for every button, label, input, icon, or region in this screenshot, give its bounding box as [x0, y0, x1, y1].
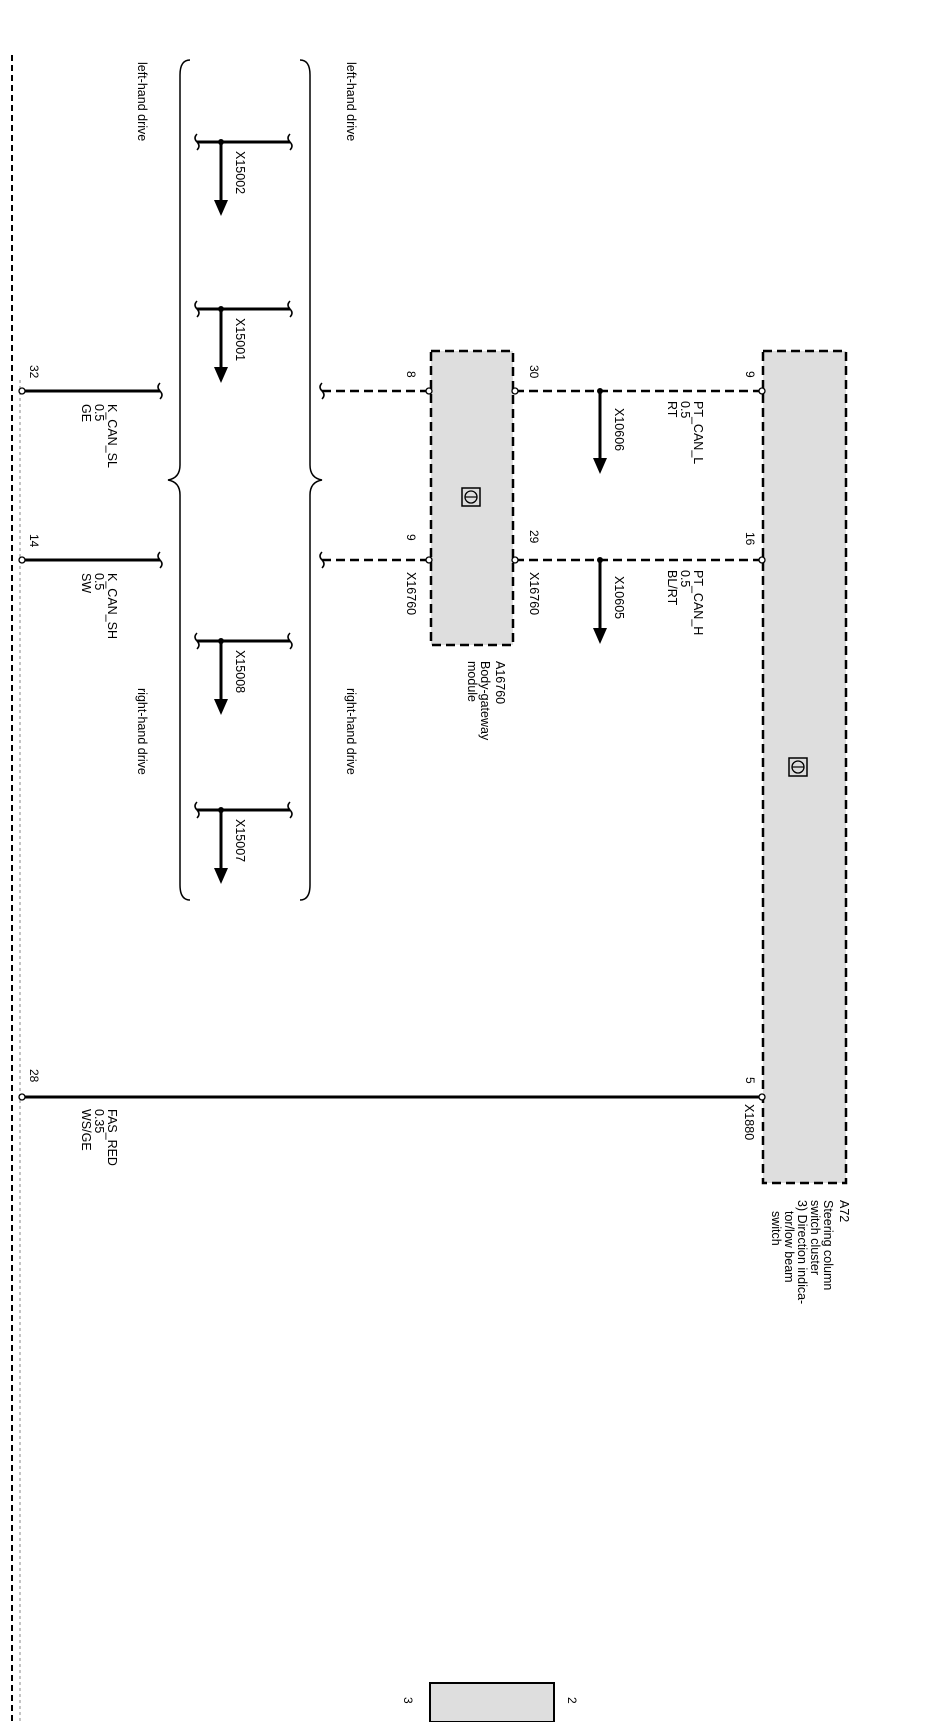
- side-box-pin-3: 3: [401, 1697, 415, 1704]
- a72-name-line-1: Steering column: [821, 1200, 835, 1291]
- x15007-label: X15007: [233, 819, 247, 863]
- a72-name-line-2: switch cluster: [808, 1200, 822, 1276]
- a72-name-line-3: 3) Direction indica-: [795, 1200, 809, 1305]
- lhd-outer-label: left-hand drive: [344, 62, 358, 142]
- arrow-down-icon: [214, 699, 228, 715]
- x10605-label: X10605: [612, 576, 626, 620]
- x15008-label: X15008: [233, 650, 247, 694]
- electronic-control-unit-icon: [788, 757, 808, 777]
- pin-a72-5: 5: [743, 1077, 757, 1084]
- x15001-connector: [194, 300, 293, 383]
- pt-can-h-name: PT_CAN_H: [691, 570, 705, 636]
- a72-name-line-5: switch: [769, 1211, 783, 1246]
- fas-red-name: FAS_RED: [105, 1109, 119, 1166]
- a16760-name-line-2: module: [465, 661, 479, 702]
- x16760-lower-label: X16760: [404, 572, 418, 616]
- pin-a72-9: 9: [743, 371, 757, 378]
- x15007-connector: [194, 801, 293, 884]
- x1880-label: X1880: [742, 1104, 756, 1141]
- pt-can-h-color: BL/RT: [665, 570, 679, 606]
- arrow-down-icon: [214, 367, 228, 383]
- page-reference-box: [429, 1682, 555, 1722]
- pin-28: 28: [27, 1069, 41, 1083]
- k-can-sl-color: GE: [79, 404, 93, 423]
- x15002-connector: [194, 133, 293, 216]
- arrow-down-icon: [593, 458, 607, 474]
- a16760-id-label: A16760: [493, 661, 507, 705]
- rhd-outer-label: right-hand drive: [344, 688, 358, 775]
- pin-gw-8: 8: [404, 371, 418, 378]
- k-can-sh-name: K_CAN_SH: [105, 573, 119, 639]
- k-can-sl-name: K_CAN_SL: [105, 404, 119, 468]
- pin-gw-29: 29: [527, 530, 541, 544]
- x15001-label: X15001: [233, 318, 247, 362]
- arrow-down-icon: [214, 200, 228, 216]
- k-can-sh-size: 0.5: [92, 573, 106, 591]
- pin-a72-16: 16: [743, 532, 757, 546]
- pin-32: 32: [27, 365, 41, 379]
- pt-can-h-size: 0.5: [678, 570, 692, 588]
- x16760-upper-label: X16760: [527, 572, 541, 616]
- pin-gw-9: 9: [404, 534, 418, 541]
- fas-red-size: 0.35: [92, 1109, 106, 1134]
- a72-name-line-4: tor/low beam: [782, 1211, 796, 1283]
- a72-id-label: A72: [837, 1200, 851, 1223]
- pt-can-l-color: RT: [665, 401, 679, 418]
- electronic-control-unit-icon: [461, 487, 481, 507]
- rhd-inner-label: right-hand drive: [135, 688, 149, 775]
- lhd-inner-label: left-hand drive: [135, 62, 149, 142]
- fas-red-color: WS/GE: [79, 1109, 93, 1151]
- variant-brace-inner: [167, 59, 191, 901]
- arrow-down-icon: [593, 628, 607, 644]
- x15008-connector: [194, 632, 293, 715]
- arrow-down-icon: [214, 868, 228, 884]
- pin-14: 14: [27, 534, 41, 548]
- pt-can-l-name: PT_CAN_L: [691, 401, 705, 465]
- x15002-label: X15002: [233, 151, 247, 195]
- pt-can-l-size: 0.5: [678, 401, 692, 419]
- side-box-pin-2: 2: [565, 1697, 579, 1704]
- k-can-sl-size: 0.5: [92, 404, 106, 422]
- pin-gw-30: 30: [527, 365, 541, 379]
- k-can-sh-color: SW: [79, 573, 93, 594]
- a16760-name-line-1: Body-gateway: [478, 661, 492, 741]
- x10606-label: X10606: [612, 408, 626, 452]
- variant-brace-outer: [299, 59, 323, 901]
- a16760-module-box: [429, 349, 515, 647]
